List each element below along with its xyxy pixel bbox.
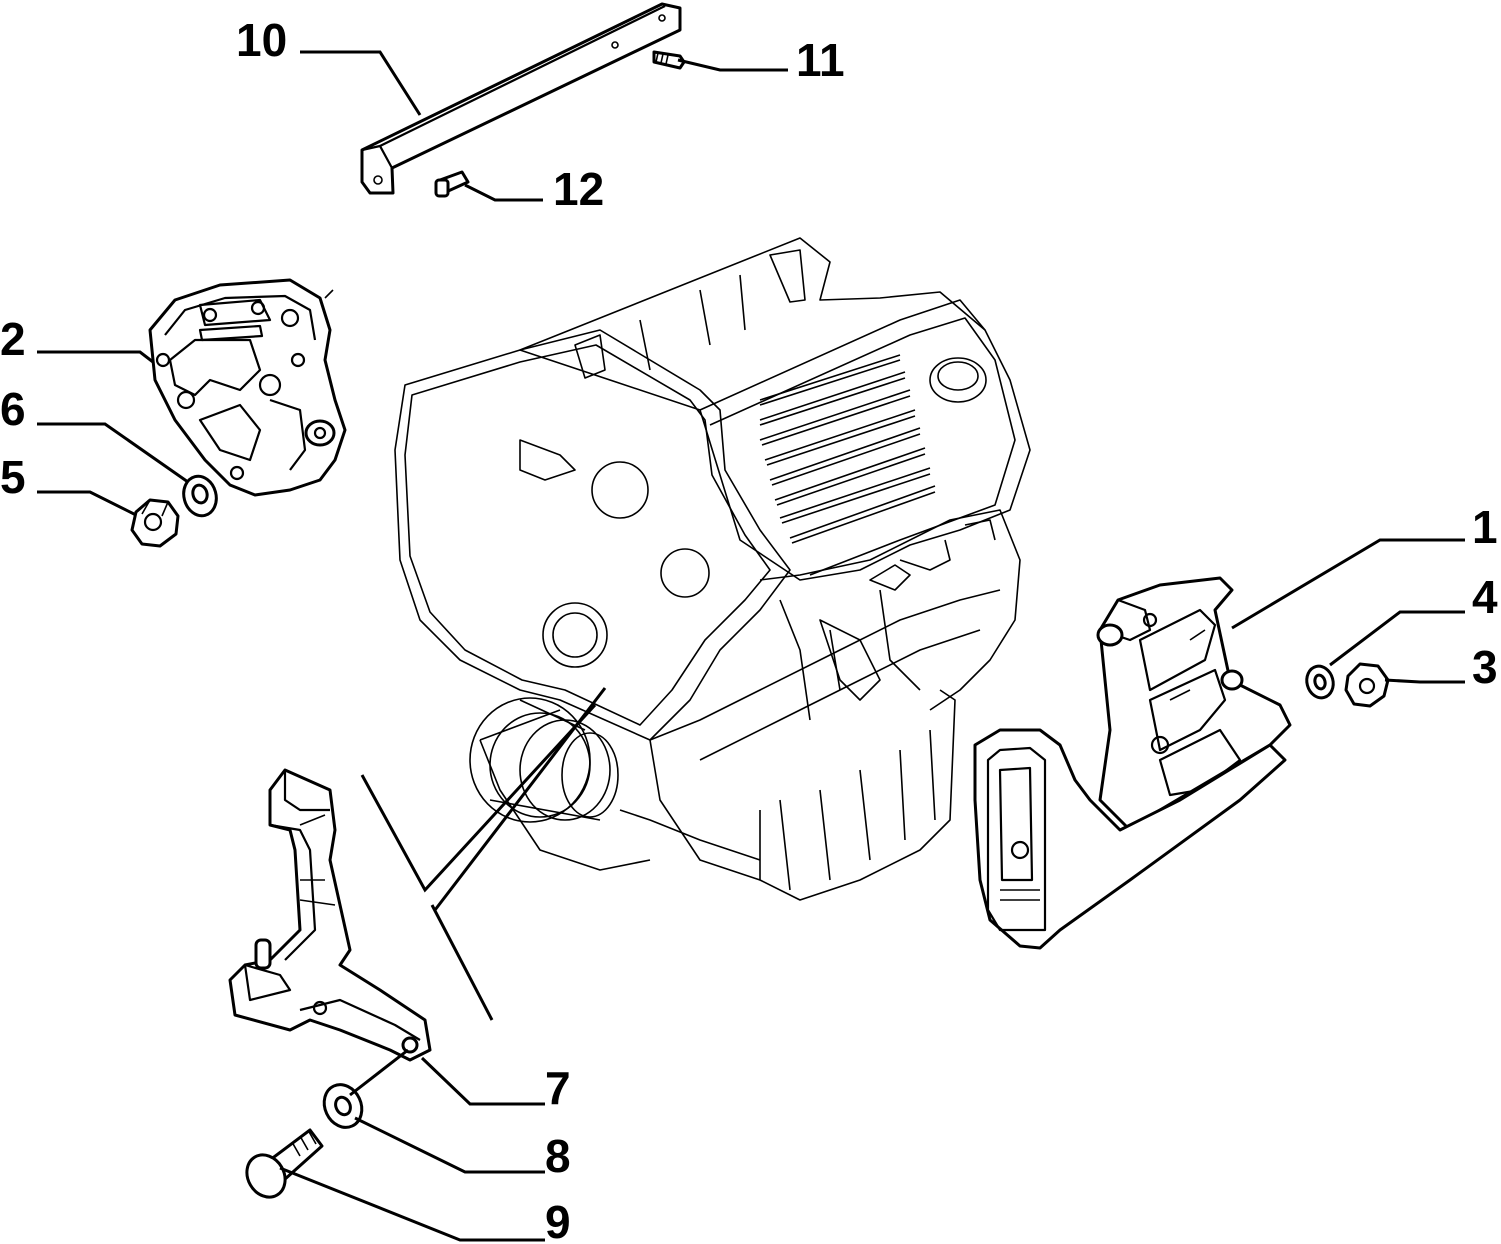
leader-4 (1329, 610, 1465, 667)
assembly-line-d (349, 1048, 409, 1097)
engine-block (394, 237, 1031, 901)
part-2-bracket (148, 278, 347, 497)
callout-12: 12 (553, 163, 604, 215)
callout-2: 2 (0, 313, 26, 365)
leader-7 (420, 1056, 545, 1106)
assembly-line-b (433, 687, 607, 911)
leader-1 (1231, 538, 1465, 630)
callout-1: 1 (1472, 501, 1498, 553)
leader-5 (37, 490, 137, 517)
callout-5: 5 (0, 451, 26, 503)
leader-2 (37, 350, 154, 364)
callout-7: 7 (545, 1062, 571, 1114)
leader-6 (37, 422, 189, 484)
callout-8: 8 (545, 1130, 571, 1182)
part-10-support-bar (360, 2, 682, 195)
callout-4: 4 (1472, 571, 1498, 623)
callout-10: 10 (236, 14, 287, 66)
part-7-bracket (228, 768, 432, 1062)
callout-labels: 10 11 12 2 6 5 1 4 3 7 8 9 (0, 14, 1498, 1244)
part-4-washer (1305, 664, 1335, 700)
part-1-lower-plate (973, 728, 1287, 950)
leader-9 (279, 1166, 545, 1242)
part-3-nut (1344, 662, 1390, 708)
part-9-bolt (245, 1128, 324, 1199)
assembly-line-c (430, 904, 494, 1021)
leader-lines (37, 50, 1465, 1242)
part-6-washer (182, 474, 218, 518)
leader-3 (1384, 678, 1465, 684)
part-12-screw (434, 170, 470, 198)
leader-12 (464, 183, 543, 202)
callout-11: 11 (796, 34, 845, 86)
callout-9: 9 (545, 1196, 571, 1244)
assembly-line-a (360, 703, 597, 893)
part-1-bracket (1096, 576, 1292, 832)
leader-10 (300, 50, 422, 116)
leader-8 (354, 1116, 545, 1174)
part-8-washer (322, 1083, 364, 1129)
part-11-screw (652, 50, 686, 70)
leader-11 (677, 58, 788, 72)
part-5-nut (130, 498, 180, 548)
callout-3: 3 (1472, 641, 1498, 693)
callout-6: 6 (0, 383, 26, 435)
